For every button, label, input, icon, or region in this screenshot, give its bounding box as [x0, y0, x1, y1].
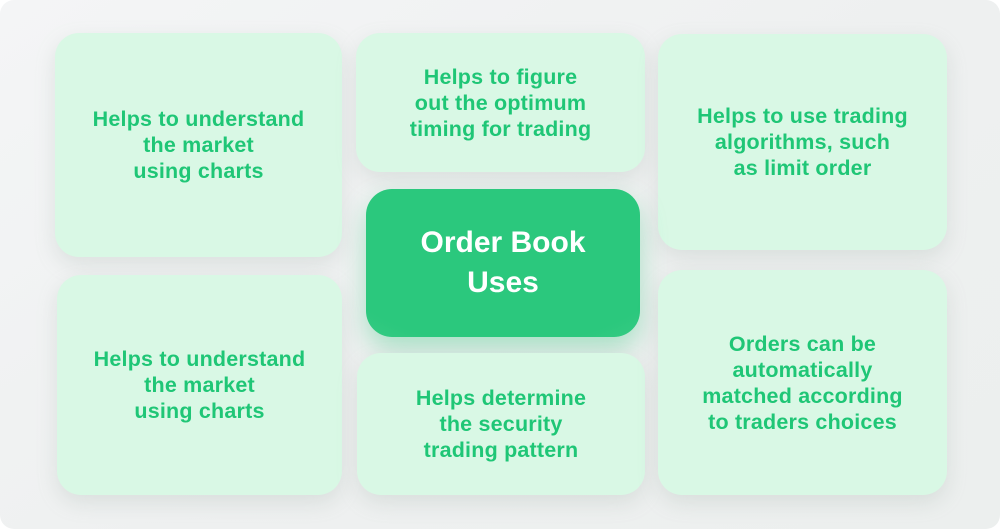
- use-card-bottom-middle-text: Helps determine the security trading pat…: [415, 386, 587, 462]
- use-card-top-middle: Helps to figure out the optimum timing f…: [356, 33, 645, 172]
- order-book-uses-center-card: Order Book Uses: [366, 189, 640, 337]
- diagram-title: Order Book Uses: [420, 226, 586, 299]
- use-card-top-right-text: Helps to use trading algorithms, such as…: [697, 104, 908, 180]
- use-card-top-left-text: Helps to understand the market using cha…: [92, 107, 305, 183]
- use-card-bottom-right: Orders can be automatically matched acco…: [658, 270, 947, 495]
- use-card-top-right: Helps to use trading algorithms, such as…: [658, 34, 947, 250]
- use-card-bottom-left: Helps to understand the market using cha…: [57, 275, 342, 495]
- use-card-bottom-right-text: Orders can be automatically matched acco…: [702, 331, 903, 434]
- use-card-bottom-left-text: Helps to understand the market using cha…: [93, 347, 306, 423]
- use-card-top-left: Helps to understand the market using cha…: [55, 33, 342, 257]
- use-card-bottom-middle: Helps determine the security trading pat…: [357, 353, 645, 495]
- use-card-top-middle-text: Helps to figure out the optimum timing f…: [409, 64, 592, 141]
